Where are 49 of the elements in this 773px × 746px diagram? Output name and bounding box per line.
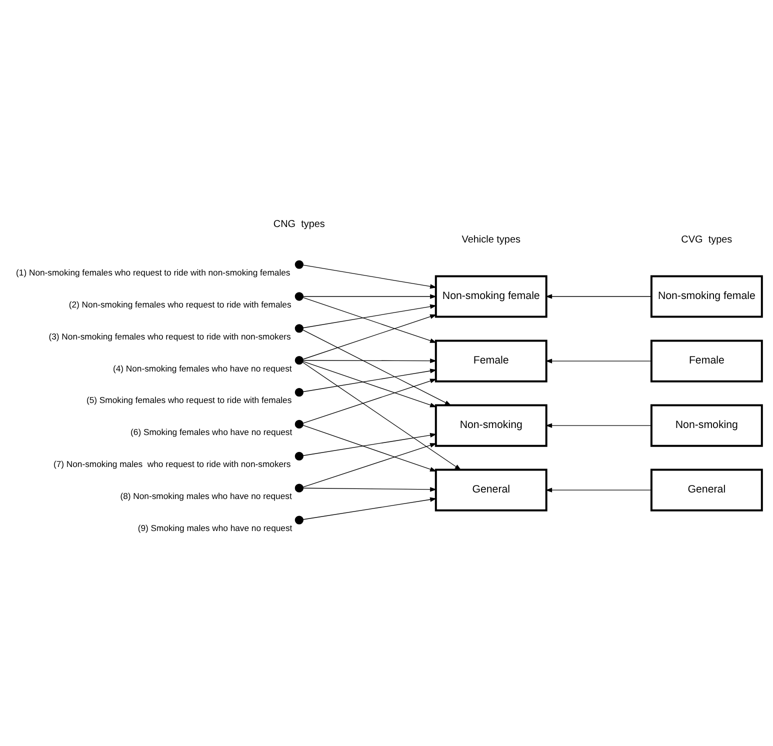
arrow [302, 362, 462, 470]
node-box: Non-smoking female [650, 275, 763, 318]
node-circle [294, 356, 304, 365]
node-circle [294, 452, 304, 460]
arrow [302, 264, 437, 289]
arrow [302, 297, 437, 343]
node-label: (8) Non-smoking males who have no request [120, 491, 292, 502]
arrow [302, 487, 437, 492]
arrow [545, 488, 652, 492]
arrow [302, 330, 452, 406]
node-circle [294, 324, 304, 333]
node-box: Female [650, 340, 763, 382]
node-circle [294, 260, 304, 269]
node-label: (2) Non-smoking females who request to ride with females [68, 299, 292, 310]
node-label: (5) Smoking females who request to ride with females [86, 395, 292, 406]
label: Vehicle types [462, 234, 520, 246]
node-circle [294, 420, 304, 429]
node-label: (9) Smoking males who have no request [138, 522, 292, 533]
arrow [302, 378, 437, 424]
node-box: Non-smoking [650, 404, 763, 447]
node-label: (6) Smoking females who have no request [130, 427, 292, 438]
arrow [302, 425, 437, 472]
arrow [545, 294, 652, 299]
node-box: General [650, 468, 763, 512]
node-circle [294, 388, 304, 397]
arrow [302, 314, 437, 360]
node-box: Non-smoking [434, 404, 548, 447]
node-label: (4) Non-smoking females who have no request [112, 363, 292, 374]
arrow [302, 304, 437, 328]
arrow [302, 294, 437, 299]
node-circle [294, 292, 304, 301]
arrow [302, 432, 437, 456]
arrow [302, 361, 437, 408]
arrow [302, 443, 437, 488]
node-label: (3) Non-smoking females who request to ride with non-smokers [48, 331, 291, 342]
node-label: (7) Non-smoking males who request to ride with non-smokers [53, 459, 291, 470]
node-box: Female [434, 340, 548, 382]
node-label: (1) Non-smoking females who request to ride with non-smoking females [16, 267, 290, 278]
node-box: General [434, 468, 548, 512]
label: CVG types [681, 234, 732, 246]
node-box: Non-smoking female [434, 275, 548, 318]
arrow [302, 497, 437, 520]
node-circle [294, 516, 304, 524]
arrow [545, 358, 652, 364]
arrow [302, 368, 437, 392]
node-circle [294, 484, 304, 492]
arrow [545, 423, 652, 428]
label: CNG types [273, 218, 325, 230]
arrow [302, 358, 437, 364]
